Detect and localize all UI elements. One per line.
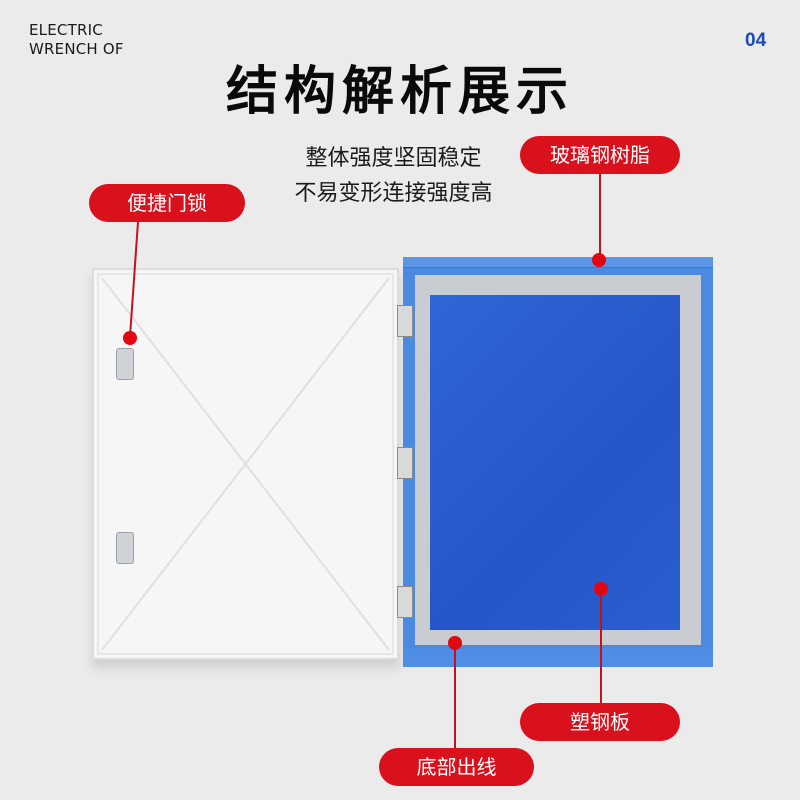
door-lock-top-icon <box>116 348 134 380</box>
mounting-plate <box>430 295 680 630</box>
callout-dot-frp-resin <box>592 253 606 267</box>
hinge-icon <box>397 305 413 337</box>
subtitle-line-2: 不易变形连接强度高 <box>294 181 493 206</box>
callout-line-frp-resin <box>599 174 601 260</box>
door-cross-ribs <box>97 273 394 655</box>
hinge-icon <box>397 447 413 479</box>
callout-bottom-outlet: 底部出线 <box>379 748 534 786</box>
subtitle-line-1: 整体强度坚固稳定 <box>305 146 482 171</box>
cabinet-body <box>403 257 713 667</box>
brand-line-1: ELECTRIC <box>29 21 103 39</box>
callout-dot-plate <box>594 582 608 596</box>
hinge-icon <box>397 586 413 618</box>
cabinet-bottom-edge <box>403 649 713 667</box>
callout-plate: 塑钢板 <box>520 703 680 741</box>
callout-dot-door-lock <box>123 331 137 345</box>
callout-dot-bottom-outlet <box>448 636 462 650</box>
callout-frp-resin: 玻璃钢树脂 <box>520 136 680 174</box>
callout-door-lock: 便捷门锁 <box>89 184 245 222</box>
callout-line-plate <box>600 590 602 704</box>
cabinet-top-edge <box>403 257 713 268</box>
page-number: 04 <box>745 30 767 51</box>
cabinet-door <box>92 268 399 660</box>
page-title: 结构解析展示 <box>225 62 574 122</box>
callout-line-bottom-outlet <box>454 644 456 749</box>
brand-line-2: WRENCH OF <box>29 40 124 58</box>
door-lock-bottom-icon <box>116 532 134 564</box>
subtitle: 整体强度坚固稳定 不易变形连接强度高 <box>276 141 511 211</box>
brand-text: ELECTRIC WRENCH OF <box>29 21 124 59</box>
